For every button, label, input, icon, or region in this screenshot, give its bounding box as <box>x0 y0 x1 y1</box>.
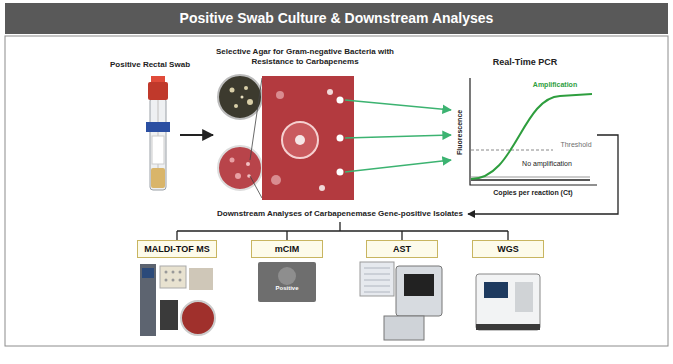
agar-plate <box>230 88 235 93</box>
bracket-line <box>468 135 618 214</box>
agar-plate <box>235 173 241 179</box>
swab-tube <box>151 168 165 188</box>
method-box: mCIM <box>251 240 323 258</box>
label-text: Downstream Analyses of Carbapenemase Gen… <box>217 209 463 219</box>
agar-plate <box>234 104 238 108</box>
maldi-instrument <box>179 279 182 282</box>
header-band <box>5 3 668 34</box>
green-arrow <box>345 135 451 138</box>
agar-plate <box>218 75 262 190</box>
agar-plate <box>218 75 262 119</box>
ast-instrument <box>360 262 442 340</box>
swab-tube <box>146 122 170 132</box>
bracket-line <box>177 135 618 240</box>
label-text: No amplification <box>522 160 572 169</box>
box-label: WGS <box>497 244 519 255</box>
bracket-line <box>177 222 508 240</box>
label-text: Fluorescence <box>457 109 466 154</box>
label-text: Real-Time PCR <box>493 57 557 68</box>
ast-instrument <box>384 316 424 340</box>
maldi-instrument <box>165 279 168 282</box>
swab-tube <box>146 76 170 190</box>
pcr-chart <box>470 78 597 185</box>
wgs-sequencer <box>476 274 540 330</box>
agar-plate <box>244 86 248 90</box>
ast-instrument <box>396 266 442 316</box>
pcr-chart <box>470 78 597 185</box>
zoom-lines <box>250 78 262 198</box>
wgs-sequencer <box>476 324 540 330</box>
zoom-lines <box>250 78 262 160</box>
label-text: Positive Rectal Swab <box>110 60 190 70</box>
wgs-sequencer <box>515 282 533 312</box>
zoomed-plate <box>337 169 344 176</box>
swab-tube <box>150 98 166 190</box>
zoomed-plate <box>262 76 354 200</box>
label-text: Selective Agar for Gram-negative Bacteri… <box>203 47 408 67</box>
maldi-instrument <box>172 271 175 274</box>
pcr-chart <box>471 176 590 177</box>
panel-frame <box>5 36 668 346</box>
box-label: MALDI-TOF MS <box>144 244 209 255</box>
zoomed-plate <box>271 175 281 185</box>
pcr-chart <box>471 94 592 179</box>
maldi-instrument <box>142 268 154 278</box>
green-arrow <box>345 160 451 172</box>
box-label: mCIM <box>275 244 300 255</box>
agar-plate <box>230 158 235 163</box>
ast-instrument <box>364 268 390 292</box>
agar-plate <box>241 96 244 99</box>
pcr-chart <box>471 150 553 151</box>
maldi-instrument <box>140 264 215 336</box>
maldi-instrument <box>160 266 186 288</box>
method-box: MALDI-TOF MS <box>137 240 216 258</box>
agar-plate <box>218 146 262 190</box>
wgs-sequencer <box>484 282 508 298</box>
swab-tube <box>148 82 168 100</box>
wgs-sequencer <box>476 274 540 330</box>
maldi-instrument <box>181 301 215 335</box>
zoomed-plate <box>295 135 305 145</box>
green-arrow <box>345 100 451 110</box>
ast-instrument <box>360 262 394 296</box>
agar-plate <box>246 162 250 166</box>
header-band <box>5 3 668 34</box>
flow-arrow <box>180 135 213 136</box>
maldi-instrument <box>179 271 182 274</box>
method-box: WGS <box>472 240 544 258</box>
box-label: AST <box>393 244 411 255</box>
pcr-chart <box>471 179 590 181</box>
maldi-instrument <box>189 268 213 290</box>
zoomed-plate <box>262 76 354 200</box>
mcim-photo <box>258 262 316 302</box>
method-box: AST <box>366 240 438 258</box>
mcim-photo <box>278 267 296 285</box>
zoomed-plate <box>319 185 325 191</box>
zoomed-plate <box>282 122 318 158</box>
panel-frame <box>5 36 668 346</box>
zoomed-plate <box>276 91 284 99</box>
mcim-photo <box>258 262 316 302</box>
label-text: Amplification <box>533 81 577 90</box>
maldi-instrument <box>160 300 178 330</box>
agar-plate <box>247 99 253 105</box>
title-text: Positive Swab Culture & Downstream Analy… <box>5 3 668 34</box>
zoom-lines <box>250 176 262 198</box>
maldi-instrument <box>140 264 156 336</box>
ast-instrument <box>404 274 434 296</box>
swab-tube <box>152 136 164 164</box>
flow-arrow <box>180 134 213 136</box>
maldi-instrument <box>172 279 175 282</box>
label-text: Threshold <box>560 141 591 150</box>
maldi-instrument <box>165 271 168 274</box>
label-text: Positive <box>275 285 298 293</box>
zoomed-plate <box>337 97 344 104</box>
zoomed-plate <box>337 135 344 142</box>
label-text: Copies per reaction (Ct) <box>493 189 572 198</box>
green-arrow <box>345 100 451 172</box>
zoomed-plate <box>327 89 333 95</box>
